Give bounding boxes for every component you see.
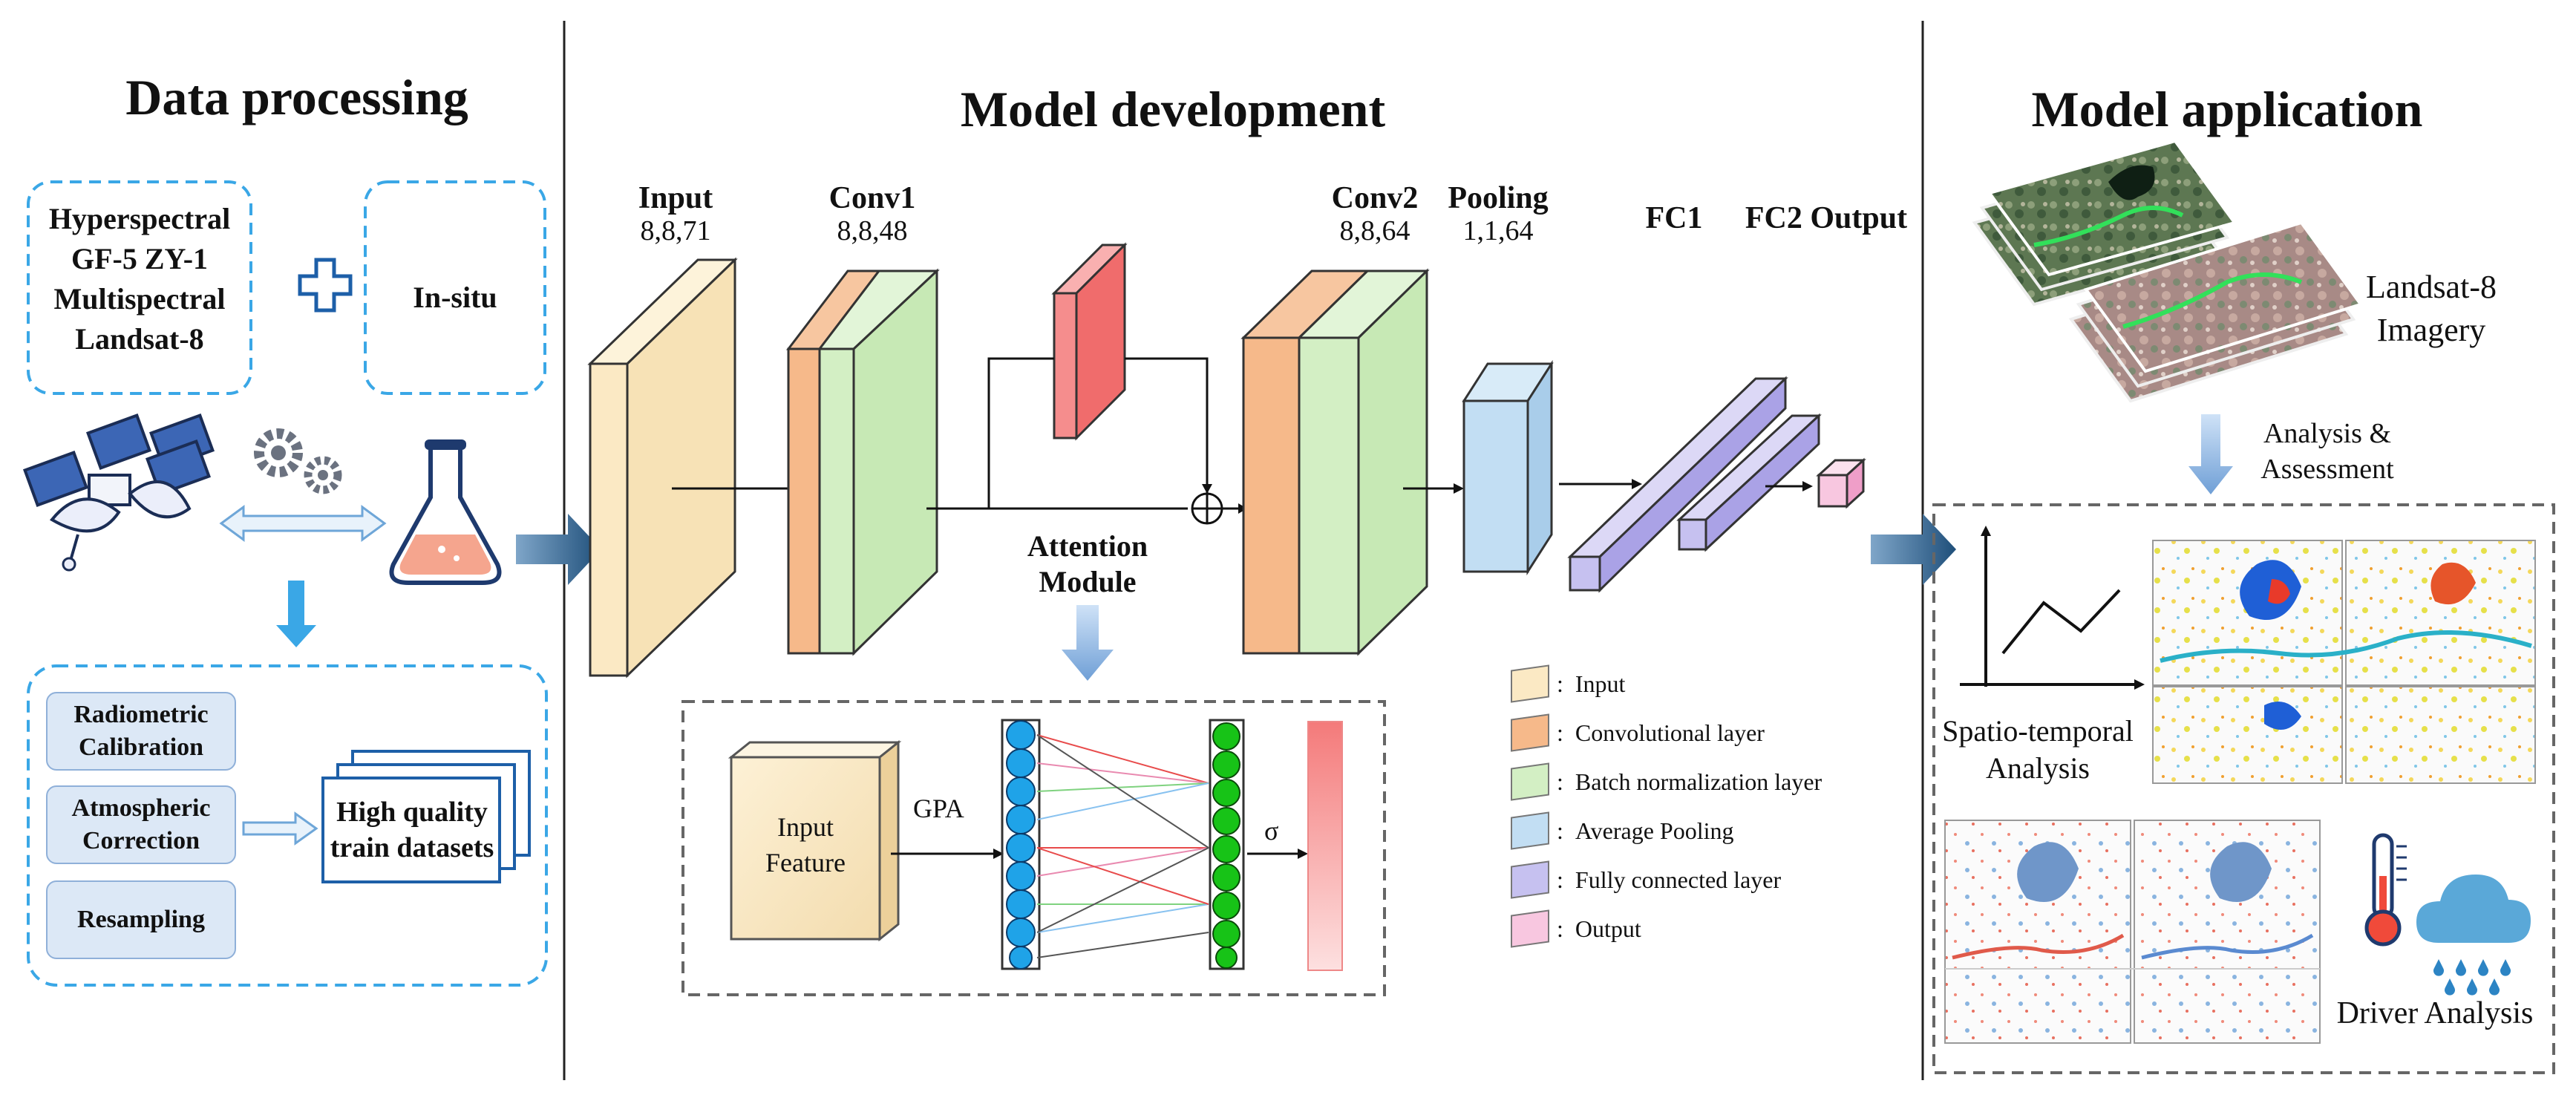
- legend-sep: :: [1557, 768, 1563, 795]
- analysis-assessment-label: Analysis & Assessment: [2260, 418, 2394, 485]
- panel-arrow-1: [516, 514, 601, 585]
- legend-item-conv: : Convolutional layer: [1511, 708, 1926, 757]
- hyperspectral-label: Hyperspectral: [48, 202, 231, 235]
- exchange-arrow-icon: [219, 505, 387, 542]
- landsat-imagery-stack: [1972, 139, 2364, 403]
- attention-module-label: Attention Module: [1027, 529, 1148, 598]
- landsat-imagery-label: Landsat-8 Imagery: [2366, 269, 2497, 348]
- attention-down-arrow: [1062, 605, 1114, 681]
- satellite-icon: [22, 413, 215, 572]
- title-model-application: Model application: [2031, 81, 2423, 137]
- legend-swatch: [1511, 664, 1549, 703]
- legend-label: Input: [1575, 670, 1626, 697]
- layer-label-fc1: FC1: [1618, 202, 1730, 235]
- title-model-development: Model development: [960, 81, 1386, 137]
- legend-swatch: [1511, 860, 1549, 899]
- legend-label: Average Pooling: [1575, 817, 1734, 844]
- layer-shape: 8,8,48: [837, 215, 908, 246]
- legend-swatch: [1511, 909, 1549, 948]
- layer-shape: 8,8,71: [640, 215, 711, 246]
- panel-arrow-2: [1871, 514, 1956, 585]
- trend-chart-icon: [1960, 526, 2145, 690]
- fc1-layer-block: [1567, 376, 1788, 593]
- input-feature-label: Input Feature: [765, 812, 846, 877]
- multispectral-sensors: Landsat-8: [75, 322, 204, 356]
- layer-label-input: Input 8,8,71: [601, 182, 750, 247]
- result-maps-grid: [2152, 540, 2536, 784]
- legend-label: Fully connected layer: [1575, 866, 1782, 893]
- step-atmospheric-correction: Atmospheric Correction: [46, 785, 236, 864]
- layer-name: Pooling: [1448, 181, 1549, 215]
- legend-sep: :: [1557, 817, 1563, 844]
- layer-name: Conv2: [1331, 181, 1419, 215]
- legend-label: Batch normalization layer: [1575, 768, 1823, 795]
- legend-item-input: : Input: [1511, 659, 1926, 708]
- analysis-down-arrow: [2188, 414, 2233, 494]
- conv1-layer-block: [785, 268, 940, 656]
- neuron-column-1: [1006, 720, 1036, 970]
- flask-icon: [389, 439, 502, 585]
- sensor-box-satellite: Hyperspectral GF-5 ZY-1 Multispectral La…: [28, 199, 251, 359]
- layer-name: Conv1: [828, 181, 916, 215]
- output-layer-block: [1816, 457, 1866, 509]
- legend-item-pool: : Average Pooling: [1511, 806, 1926, 855]
- sigma-label: σ: [1264, 816, 1279, 846]
- legend-sep: :: [1557, 915, 1563, 942]
- fc2-layer-block: [1676, 413, 1822, 552]
- legend-swatch: [1511, 762, 1549, 801]
- multispectral-label: Multispectral: [53, 282, 226, 316]
- legend-sep: :: [1557, 670, 1563, 697]
- legend-label: Output: [1575, 915, 1641, 942]
- driver-analysis-label: Driver Analysis: [2336, 996, 2534, 1030]
- step-radiometric-calibration: Radiometric Calibration: [46, 692, 236, 771]
- layer-label-fc2-output: FC2 Output: [1730, 202, 1923, 235]
- rain-cloud-icon: [2416, 875, 2531, 996]
- layer-label-conv1: Conv1 8,8,48: [798, 182, 947, 247]
- hyperspectral-sensors: GF-5 ZY-1: [71, 242, 209, 275]
- conv2-layer-block: [1240, 268, 1430, 656]
- title-data-processing: Data processing: [125, 69, 468, 125]
- layer-name: FC2 Output: [1745, 201, 1908, 235]
- legend-item-fc: : Fully connected layer: [1511, 855, 1926, 904]
- train-datasets-label: High quality train datasets: [330, 797, 494, 863]
- attention-connections: [1036, 734, 1209, 958]
- gears-icon: [254, 428, 342, 494]
- attention-block: [1051, 242, 1128, 441]
- input-feature-block: [730, 756, 881, 941]
- layer-label-pooling: Pooling 1,1,64: [1424, 182, 1572, 247]
- pooling-layer-block: [1462, 359, 1554, 576]
- attention-output-bar: [1307, 721, 1343, 971]
- layer-name: FC1: [1645, 201, 1703, 235]
- thermometer-icon: [2364, 833, 2407, 947]
- step-resampling: Resampling: [46, 880, 236, 959]
- legend-sep: :: [1557, 866, 1563, 893]
- spatio-temporal-label: Spatio-temporal Analysis: [1942, 714, 2134, 785]
- legend-swatch: [1511, 811, 1549, 850]
- legend-sep: :: [1557, 719, 1563, 746]
- in-situ-label: In-situ: [413, 281, 497, 314]
- legend-swatch: [1511, 713, 1549, 752]
- layer-label-conv2: Conv2 8,8,64: [1301, 182, 1449, 247]
- input-layer-block: [587, 257, 738, 679]
- layer-shape: 8,8,64: [1339, 215, 1410, 246]
- legend-label: Convolutional layer: [1575, 719, 1765, 746]
- legend-item-output: : Output: [1511, 904, 1926, 953]
- layer-name: Input: [638, 181, 713, 215]
- gpa-label: GPA: [913, 794, 964, 823]
- plus-icon: [298, 258, 353, 313]
- neuron-column-2: [1212, 722, 1240, 969]
- layer-legend: : Input : Convolutional layer : Batch no…: [1511, 659, 1926, 953]
- legend-item-bn: : Batch normalization layer: [1511, 757, 1926, 806]
- layer-shape: 1,1,64: [1462, 215, 1534, 246]
- down-arrow-icon: [276, 581, 316, 647]
- driver-maps-grid: [1944, 820, 2321, 1044]
